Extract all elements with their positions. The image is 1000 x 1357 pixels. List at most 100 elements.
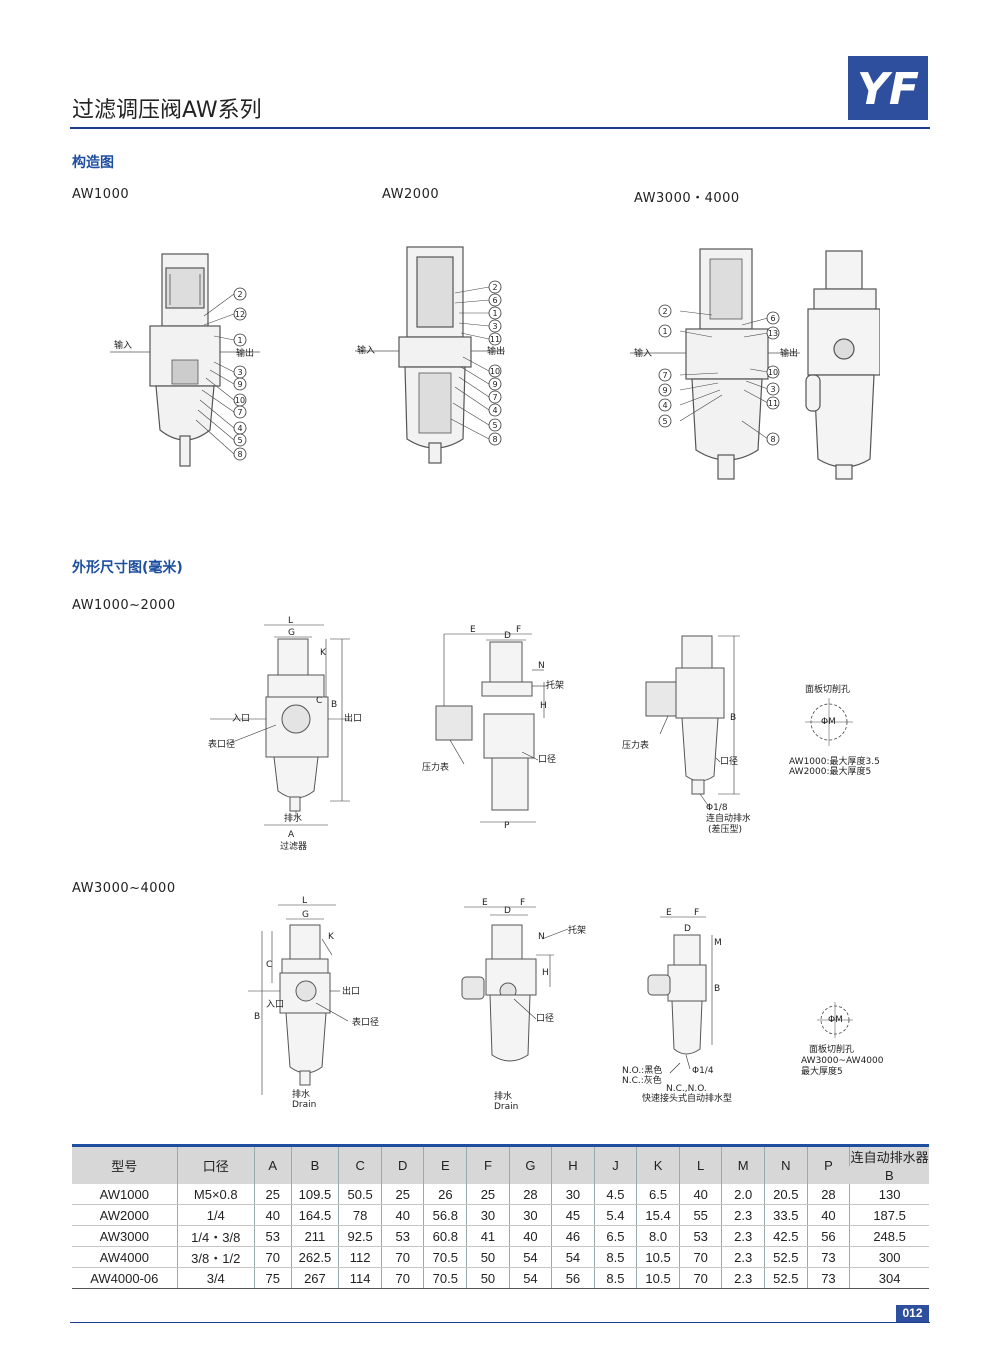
dim2-aw3000-note-2: 最大厚度5 [801, 1065, 843, 1077]
aw3000-front-dims: L G K B C 入口 出口 表口径 排水 Drain [248, 896, 379, 1110]
svg-text:L: L [302, 896, 307, 906]
svg-text:K: K [328, 932, 335, 942]
table-cell: 2.3 [721, 1246, 765, 1268]
svg-text:B: B [714, 984, 720, 994]
table-cell: 56 [806, 1225, 850, 1247]
table-cell: 25 [466, 1184, 510, 1205]
table-cell: 33.5 [763, 1204, 808, 1226]
svg-text:A: A [288, 830, 295, 840]
aw2000-part-2: 1 [492, 309, 497, 318]
dim1-aw1000-note: AW1000:最大厚度3.5 [789, 755, 880, 767]
svg-text:G: G [288, 628, 295, 638]
table-cell: 112 [338, 1246, 382, 1268]
table-cell: 300 [849, 1246, 929, 1268]
dim2-outlet-label: 出口 [342, 985, 360, 997]
aw3000-part-l0: 2 [662, 307, 667, 316]
table-cell: 187.5 [849, 1204, 929, 1226]
table-cell: 25 [253, 1184, 292, 1205]
aw3000-input-label: 输入 [634, 347, 652, 359]
table-cell: 30 [466, 1204, 510, 1226]
table-cell: 5.4 [593, 1204, 637, 1226]
th-g: G [508, 1144, 552, 1184]
table-cell: 262.5 [290, 1246, 339, 1268]
th-f: F [466, 1144, 510, 1184]
aw3000-side-dims: E F D N H 托架 口径 排水 Drain [461, 898, 586, 1112]
panel-cut-group2: ΦM 面板切削孔 AW3000~AW4000 最大厚度5 [801, 1002, 884, 1077]
aw2000-part-4: 11 [490, 335, 500, 344]
group-aw1000-2000: AW1000~2000 [72, 598, 176, 613]
aw1000-part-1: 12 [235, 310, 245, 319]
table-cell: 2.3 [721, 1267, 765, 1289]
section-construction: 构造图 [72, 155, 114, 171]
aw2000-part-6: 9 [492, 380, 497, 389]
dim1-autodrain-label: 连自动排水器 [706, 812, 750, 824]
table-cell: 54 [508, 1267, 552, 1289]
svg-text:F: F [516, 625, 521, 635]
svg-text:N: N [538, 661, 545, 671]
svg-text:E: E [666, 908, 672, 918]
aw1000-input-label: 输入 [114, 339, 132, 351]
table-cell: 26 [423, 1184, 467, 1205]
dim2-bracket-label: 托架 [568, 924, 586, 936]
aw1000-part-0: 2 [237, 290, 242, 299]
section-dimensions: 外形尺寸图(毫米) [72, 560, 183, 576]
group-aw3000-4000: AW3000~4000 [72, 881, 176, 896]
aw1000-side-dims: E F D N H P 托架 口径 压力表 [422, 625, 564, 831]
table-cell: 75 [253, 1267, 292, 1289]
aw3000-part-r1: 13 [768, 329, 778, 338]
page-title: 过滤调压阀AW系列 [72, 98, 262, 123]
aw1000-part-6: 7 [237, 408, 242, 417]
table-cell: 70 [380, 1246, 424, 1268]
aw2000-part-8: 4 [492, 406, 497, 415]
aw1000-part-5: 10 [235, 396, 245, 405]
dim2-drain-en-label: Drain [292, 1100, 316, 1110]
model-aw1000: AW1000 [72, 187, 130, 202]
table-cell: 6.5 [636, 1184, 680, 1205]
aw2000-part-9: 5 [492, 421, 497, 430]
th-e: E [423, 1144, 467, 1184]
table-cell: 73 [806, 1267, 850, 1289]
spec-table: 型号 口径 A B C D E F G H J K L M N P 连自动排水器… [72, 1144, 929, 1289]
dim2-no-color-label: N.O.:黑色 [622, 1064, 662, 1076]
th-autodrain-b: B [885, 1167, 894, 1183]
aw3000-output-label: 输出 [780, 347, 798, 359]
table-cell: 50 [466, 1267, 510, 1289]
table-cell: 211 [290, 1225, 339, 1247]
aw1000-part-3: 3 [237, 368, 242, 377]
svg-text:L: L [288, 616, 293, 626]
svg-text:K: K [320, 648, 327, 658]
dim1-inlet-label: 入口 [232, 713, 250, 724]
aw3000-part-r2: 10 [768, 368, 778, 377]
table-cell: 78 [338, 1204, 382, 1226]
table-cell: 42.5 [763, 1225, 808, 1247]
th-p: P [806, 1144, 850, 1184]
dim1-gauge-port-label: 表口径 [208, 738, 235, 750]
th-a: A [253, 1144, 292, 1184]
aw2000-part-1: 6 [492, 296, 497, 305]
svg-text:C: C [266, 960, 272, 970]
dim1-gauge-label: 压力表 [422, 761, 449, 773]
table-cell: 60.8 [423, 1225, 467, 1247]
table-cell: 52.5 [763, 1267, 808, 1289]
aw3000-part-r5: 8 [770, 435, 775, 444]
svg-text:B: B [730, 713, 736, 723]
table-cell: 56 [551, 1267, 595, 1289]
aw3000-quickdrain-dims: E F D M B Φ1/4 N.O.:黑色 N.C.:灰色 N.C.,N.O.… [622, 908, 732, 1104]
dim2-nc-color-label: N.C.:灰色 [622, 1074, 662, 1086]
table-cell: 3/4 [176, 1267, 255, 1289]
aw3000-part-l3: 9 [662, 386, 667, 395]
aw2000-part-7: 7 [492, 393, 497, 402]
aw2000-part-0: 2 [492, 283, 497, 292]
svg-text:E: E [470, 625, 476, 635]
table-cell: 130 [849, 1184, 929, 1205]
dim2-aw3000-note-1: AW3000~AW4000 [801, 1056, 884, 1066]
title-divider [70, 127, 930, 129]
table-cell: 70 [380, 1267, 424, 1289]
table-cell: 53 [380, 1225, 424, 1247]
table-cell: 6.5 [593, 1225, 637, 1247]
table-cell: 73 [806, 1246, 850, 1268]
logo-text: YF [857, 64, 919, 115]
table-cell: 70 [678, 1246, 722, 1268]
model-aw3000-4000: AW3000・4000 [634, 191, 740, 206]
